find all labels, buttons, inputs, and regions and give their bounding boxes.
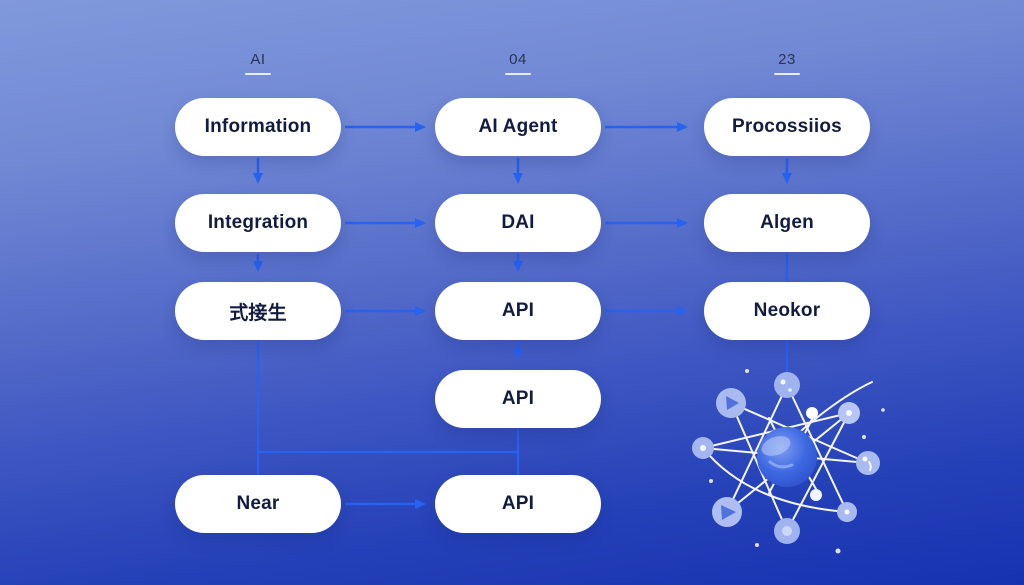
network-node-bottom-left: [712, 497, 742, 527]
network-core-sphere: [757, 427, 817, 487]
node-information-label: Information: [204, 116, 312, 137]
column-header-1-label: AI: [250, 51, 266, 68]
column-header-3: 23: [774, 51, 800, 75]
node-api-1: API: [435, 282, 601, 340]
network-node-bottom: [774, 518, 800, 544]
node-api-3: API: [435, 475, 601, 533]
network-node-top: [774, 372, 800, 398]
node-shijiesheng-label: 式接生: [229, 302, 287, 324]
node-api-3-label: API: [501, 493, 535, 514]
node-near: Near: [175, 475, 341, 533]
network-node-left: [692, 437, 714, 459]
network-small-node-upper: [806, 407, 818, 419]
node-near-label: Near: [236, 493, 280, 514]
node-integration-label: Integration: [207, 212, 309, 233]
node-neokor-label: Neokor: [753, 300, 821, 321]
node-algen-label: Algen: [760, 212, 814, 233]
network-dots: [709, 369, 885, 554]
column-header-1-underline: [245, 73, 271, 75]
network-node-top-right: [838, 402, 860, 424]
network-node-top-left: [716, 388, 746, 418]
column-header-1: AI: [245, 51, 271, 75]
network-small-node-lower: [810, 489, 822, 501]
node-api-2: API: [435, 370, 601, 428]
node-procossiios-label: Procossiios: [732, 116, 842, 137]
node-dai-label: DAI: [501, 212, 535, 233]
node-neokor: Neokor: [704, 282, 870, 340]
network-node-bottom-right: [837, 502, 857, 522]
column-header-3-label: 23: [778, 51, 796, 68]
node-ai-agent: AI Agent: [435, 98, 601, 156]
node-shijiesheng: 式接生: [175, 282, 341, 340]
node-procossiios: Procossiios: [704, 98, 870, 156]
node-ai-agent-label: AI Agent: [478, 116, 558, 137]
node-dai: DAI: [435, 194, 601, 252]
network-outer-nodes: [692, 372, 880, 544]
node-information: Information: [175, 98, 341, 156]
node-integration: Integration: [175, 194, 341, 252]
column-header-2-underline: [505, 73, 531, 75]
column-header-3-underline: [774, 73, 800, 75]
node-api-1-label: API: [501, 300, 535, 321]
network-node-right: [856, 451, 880, 475]
node-api-2-label: API: [501, 388, 535, 409]
node-algen: Algen: [704, 194, 870, 252]
column-header-2-label: 04: [509, 51, 527, 68]
column-header-2: 04: [505, 51, 531, 75]
